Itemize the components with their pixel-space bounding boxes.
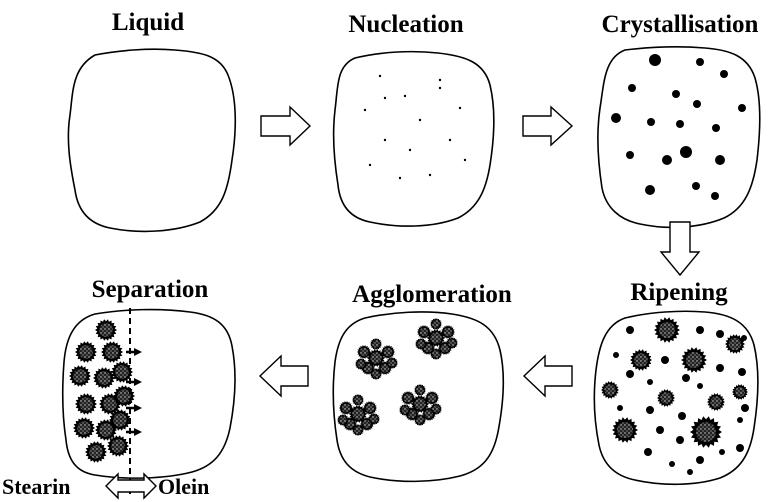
ripening-crystal-small bbox=[737, 417, 743, 423]
olein-label: Olein bbox=[158, 474, 209, 499]
nucleus-dot bbox=[464, 159, 466, 161]
crystal bbox=[676, 120, 684, 128]
ripening-crystal-small bbox=[736, 444, 744, 452]
ripening-crystal-small bbox=[669, 461, 675, 467]
ripening-crystal-small bbox=[626, 370, 634, 378]
ripening-crystal-small bbox=[647, 379, 653, 385]
ripening-crystal-small bbox=[644, 448, 652, 456]
ripening-crystal-small bbox=[716, 330, 724, 338]
ripening-crystal-small bbox=[741, 404, 749, 412]
ripening-crystal-small bbox=[617, 405, 623, 411]
ripening-crystal-small bbox=[697, 383, 703, 389]
crystal bbox=[696, 58, 704, 66]
nucleus-dot bbox=[459, 107, 461, 109]
ripening-crystal-small bbox=[741, 335, 747, 341]
nucleus-dot bbox=[384, 139, 386, 141]
nucleus-dot bbox=[399, 177, 401, 179]
crystal bbox=[693, 100, 701, 108]
nucleus-dot bbox=[429, 174, 431, 176]
crystal bbox=[611, 113, 621, 123]
crystal bbox=[626, 151, 634, 159]
crystal bbox=[672, 90, 680, 98]
crystal bbox=[720, 70, 728, 78]
ripening-crystal-small bbox=[613, 352, 619, 358]
nucleus-dot bbox=[449, 139, 451, 141]
ripening-crystal-small bbox=[676, 436, 684, 444]
nucleus-dot bbox=[409, 149, 411, 151]
stearin-label: Stearin bbox=[2, 474, 70, 499]
ripening-crystal-small bbox=[656, 426, 664, 434]
arrow-agglomeration-to-separation bbox=[260, 356, 308, 396]
crystal bbox=[680, 146, 692, 158]
arrow-liquid-to-nucleation bbox=[261, 107, 310, 145]
liquid-droplet bbox=[68, 49, 235, 231]
crystal bbox=[645, 185, 655, 195]
nucleus-dot bbox=[439, 87, 441, 89]
nucleation-droplet bbox=[334, 52, 494, 226]
stage-label-nucleation: Nucleation bbox=[348, 11, 463, 38]
arrow-crystallisation-to-ripening bbox=[661, 222, 699, 275]
crystal bbox=[738, 104, 746, 112]
stage-label-ripening: Ripening bbox=[630, 279, 728, 306]
stage-label-crystallisation: Crystallisation bbox=[602, 11, 759, 38]
nucleus-dot bbox=[419, 119, 421, 121]
nucleus-dot bbox=[364, 109, 366, 111]
ripening-crystal-small bbox=[646, 406, 654, 414]
nucleus-dot bbox=[379, 75, 381, 77]
arrow-ripening-to-agglomeration bbox=[524, 356, 572, 396]
crystal bbox=[692, 182, 700, 190]
crystal bbox=[628, 84, 636, 92]
nucleus-dot bbox=[369, 164, 371, 166]
ripening-crystal-small bbox=[687, 469, 693, 475]
stage-label-agglomeration: Agglomeration bbox=[352, 281, 512, 308]
crystal bbox=[647, 118, 655, 126]
crystal bbox=[662, 155, 672, 165]
ripening-crystal-small bbox=[719, 449, 725, 455]
ripening-crystal-small bbox=[661, 356, 669, 364]
crystal bbox=[715, 155, 725, 165]
ripening-crystal-small bbox=[696, 326, 704, 334]
nucleus-dot bbox=[384, 97, 386, 99]
arrow-nucleation-to-crystallisation bbox=[523, 107, 572, 145]
nucleus-dot bbox=[439, 79, 441, 81]
ripening-crystal-small bbox=[626, 326, 634, 334]
crystallisation-droplet bbox=[598, 47, 760, 227]
ripening-crystal-small bbox=[682, 374, 690, 382]
ripening-crystal-small bbox=[696, 456, 704, 464]
stage-label-liquid: Liquid bbox=[112, 9, 184, 36]
nucleus-dot bbox=[404, 95, 406, 97]
stage-label-separation: Separation bbox=[92, 276, 209, 303]
crystal bbox=[711, 192, 719, 200]
crystal bbox=[649, 54, 661, 66]
ripening-crystal-small bbox=[716, 364, 724, 372]
ripening-crystal-small bbox=[678, 412, 686, 420]
ripening-crystal-small bbox=[738, 368, 746, 376]
crystal bbox=[712, 124, 720, 132]
